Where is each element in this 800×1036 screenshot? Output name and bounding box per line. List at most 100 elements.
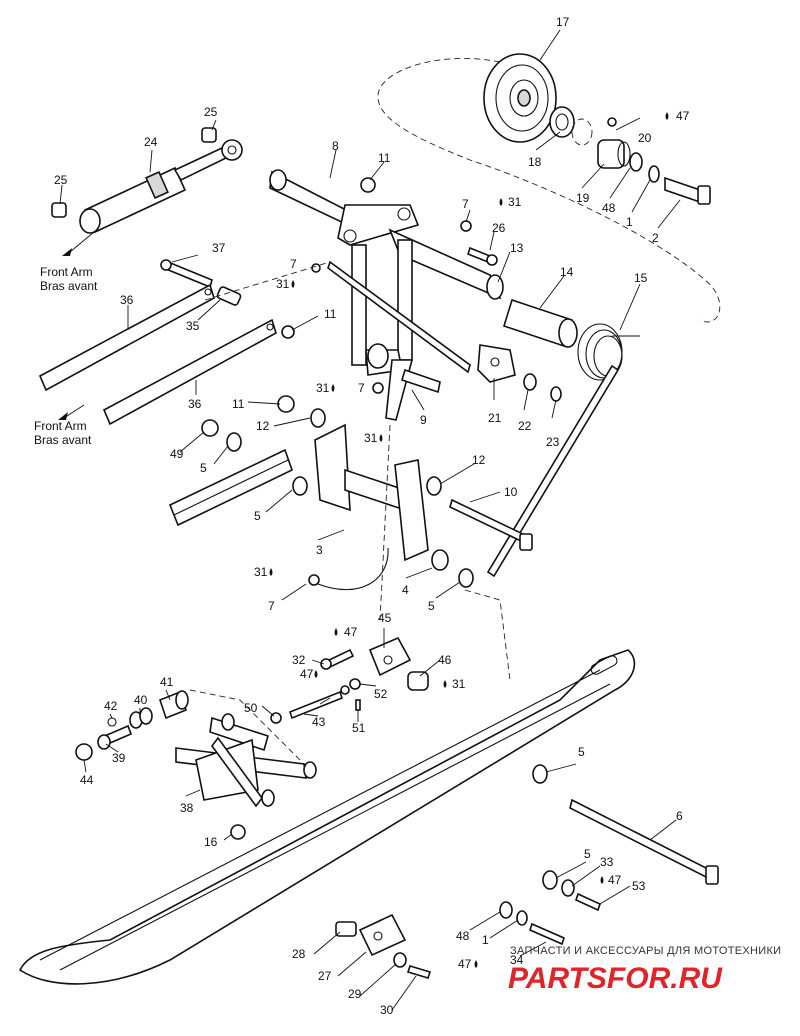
callout-20: 20 xyxy=(638,131,652,145)
callout-26: 26 xyxy=(492,221,506,235)
callout-45: 45 xyxy=(378,611,392,625)
callout-33: 33 xyxy=(600,855,614,869)
upper-arm xyxy=(269,169,420,246)
front-arm-label-2-en: Front Arm xyxy=(34,419,87,433)
slider-block-27 xyxy=(358,913,407,957)
spacer-35 xyxy=(216,286,242,306)
callout-31-top: 31 xyxy=(508,195,522,209)
callout-30: 30 xyxy=(380,1003,394,1017)
track-outline xyxy=(377,58,721,323)
washer-5-lower xyxy=(542,870,558,890)
callout-4: 4 xyxy=(402,583,409,597)
watermark-logo: PARTSFOR.RU xyxy=(508,962,723,995)
callout-47-top: 47 xyxy=(676,109,690,123)
callout-51: 51 xyxy=(352,721,366,735)
bolt-26 xyxy=(467,246,498,266)
callout-36-top: 36 xyxy=(120,293,134,307)
nut-7-bottom xyxy=(308,574,320,586)
link-36-upper xyxy=(38,283,215,392)
callout-31-cap: 31 xyxy=(452,677,466,691)
grease-line xyxy=(317,547,389,591)
rear-arm xyxy=(175,713,317,808)
callout-25-left: 25 xyxy=(54,173,68,187)
callout-50: 50 xyxy=(244,701,258,715)
arrow-front-arm-2 xyxy=(58,412,68,420)
callout-42: 42 xyxy=(104,699,118,713)
nut-49 xyxy=(201,419,219,437)
clamp-45 xyxy=(368,636,412,677)
callout-5-lower: 5 xyxy=(584,847,591,861)
bushing-25-left xyxy=(51,202,67,218)
tube-14 xyxy=(503,298,578,348)
bearing-ghost xyxy=(571,118,593,146)
callout-41: 41 xyxy=(160,675,174,689)
callout-48-lower: 48 xyxy=(456,929,470,943)
callout-34: 34 xyxy=(510,953,524,967)
idler-wheel xyxy=(483,53,557,143)
nut-11-mid xyxy=(281,325,295,339)
callout-3: 3 xyxy=(316,543,323,557)
pin-51 xyxy=(355,699,361,711)
bushing-41 xyxy=(159,690,189,720)
callout-31-low: 31 xyxy=(364,431,378,445)
callout-17: 17 xyxy=(556,15,570,29)
washer-12-left xyxy=(310,408,326,428)
callout-16: 16 xyxy=(204,835,218,849)
callout-15: 15 xyxy=(634,271,648,285)
callout-40: 40 xyxy=(134,693,148,707)
callout-11-mid: 11 xyxy=(324,307,337,321)
nut-52 xyxy=(349,678,361,690)
bushing-25-top xyxy=(201,127,217,143)
callout-48-top: 48 xyxy=(602,201,616,215)
lube-markers xyxy=(269,112,669,968)
callout-21: 21 xyxy=(488,411,502,425)
callout-43: 43 xyxy=(312,715,326,729)
bushing-28 xyxy=(335,921,357,937)
callout-38: 38 xyxy=(180,801,194,815)
washer-33 xyxy=(561,879,575,897)
callout-2: 2 xyxy=(652,231,659,245)
callout-18: 18 xyxy=(528,155,542,169)
callout-24: 24 xyxy=(144,135,158,149)
callout-14: 14 xyxy=(560,265,574,279)
callout-5-rail: 5 xyxy=(578,745,585,759)
callout-5-left: 5 xyxy=(200,461,207,475)
washer-5-rail xyxy=(532,764,548,784)
slide-rail xyxy=(18,649,636,985)
upper-frame xyxy=(351,239,441,421)
callout-31-left: 31 xyxy=(276,277,290,291)
callout-13: 13 xyxy=(510,241,524,255)
dash-3 xyxy=(464,589,511,681)
callout-36-bottom: 36 xyxy=(188,397,202,411)
washer-23 xyxy=(550,386,562,402)
callout-7-mid: 7 xyxy=(358,381,365,395)
washer-1-top xyxy=(648,165,660,183)
bolt-30 xyxy=(406,965,432,979)
shock-absorber xyxy=(79,139,243,234)
washer-1-lower xyxy=(516,910,528,926)
callout-9: 9 xyxy=(420,413,427,427)
bolt-53 xyxy=(575,892,601,912)
bearing xyxy=(549,106,575,138)
callout-32: 32 xyxy=(292,653,306,667)
set-screw-20 xyxy=(607,117,617,127)
cap-46 xyxy=(407,671,429,691)
slide-plate xyxy=(168,448,293,527)
callout-19: 19 xyxy=(576,191,590,205)
callout-23: 23 xyxy=(546,435,560,449)
front-arm-label-1-en: Front Arm xyxy=(40,265,93,279)
callout-31-bottom: 31 xyxy=(254,565,268,579)
callout-7-left: 7 xyxy=(290,257,297,271)
washer-22 xyxy=(523,373,537,391)
washer-48-top xyxy=(629,152,643,172)
nut-11-left xyxy=(277,395,295,413)
callout-1-lower: 1 xyxy=(482,933,489,947)
dash-4 xyxy=(189,689,311,771)
washer-5-mid xyxy=(292,476,308,496)
callout-46: 46 xyxy=(438,653,452,667)
callout-47-clamp: 47 xyxy=(344,625,358,639)
cross-shaft xyxy=(388,228,504,300)
callout-47-rod: 47 xyxy=(300,667,314,681)
callout-25-top: 25 xyxy=(204,105,218,119)
